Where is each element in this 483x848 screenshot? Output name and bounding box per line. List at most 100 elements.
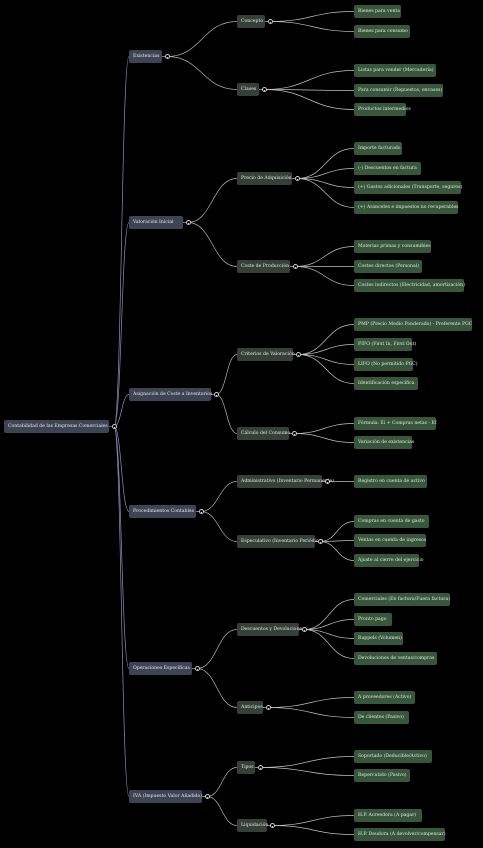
subbranch-precio-adquisicion[interactable]: Precio de Adquisición	[237, 172, 292, 185]
connector-line	[296, 148, 355, 179]
connector-line	[297, 354, 355, 365]
subbranch-coste-produccion[interactable]: Coste de Producción	[237, 260, 290, 273]
leaf-hp-acreedora[interactable]: H.P. Acreedora (A pagar)	[354, 809, 422, 822]
connector-line	[263, 89, 355, 91]
connector-line	[187, 178, 238, 223]
connector-line	[294, 266, 355, 286]
subbranch-criterios-valoracion[interactable]: Criterios de Valoración	[237, 348, 295, 361]
collapse-toggle-icon[interactable]	[269, 823, 275, 828]
leaf-fifo[interactable]: FIFO (First In, First Out)	[354, 338, 416, 351]
branch-procedimientos-contables[interactable]: Procedimientos Contables	[129, 505, 196, 518]
collapse-toggle-icon[interactable]	[295, 352, 301, 357]
collapse-toggle-icon[interactable]	[292, 264, 298, 269]
leaf-costes-indirectos[interactable]: Costes indirectos (Electricidad, amortiz…	[354, 279, 465, 292]
leaf-pmp[interactable]: PMP (Precio Medio Ponderado) - Preferent…	[354, 318, 472, 331]
connector-line	[269, 21, 355, 32]
branch-asignacion-coste[interactable]: Asignación de Coste a Inventarios	[129, 388, 212, 401]
connector-line	[206, 767, 238, 797]
leaf-gastos-adicionales[interactable]: (+) Gastos adicionales (Transporte, segu…	[354, 181, 462, 194]
leaf-descuentos-factura[interactable]: (-) Descuentos en factura	[354, 162, 421, 175]
leaf-importe-facturado[interactable]: Importe facturado	[354, 142, 402, 155]
leaf-productos-intermedios[interactable]: Productos intermedios	[354, 103, 411, 116]
branch-valoracion-inicial[interactable]: Valoración Inicial	[129, 216, 183, 229]
leaf-variacion-existencias[interactable]: Variación de existencias	[354, 436, 414, 449]
connector-line	[166, 56, 238, 90]
connector-line	[303, 629, 355, 659]
collapse-toggle-icon[interactable]	[111, 424, 117, 429]
connector-line	[303, 619, 355, 630]
leaf-hp-deudora[interactable]: H.P. Deudora (A devolver/compensar)	[354, 828, 446, 841]
collapse-toggle-icon[interactable]	[213, 392, 219, 397]
connector-line	[187, 222, 238, 267]
collapse-toggle-icon[interactable]	[164, 54, 170, 59]
subbranch-clases[interactable]: Clases	[237, 83, 259, 96]
leaf-listas-vender[interactable]: Listas para vender (Mercadería)	[354, 64, 436, 77]
connector-line	[319, 541, 355, 561]
collapse-toggle-icon[interactable]	[291, 431, 297, 436]
leaf-para-consumir[interactable]: Para consumir (Repuestos, envases)	[354, 84, 443, 97]
leaf-compras-gasto[interactable]: Compras en cuenta de gasto	[354, 515, 429, 528]
connector-line	[113, 222, 130, 427]
connector-line	[200, 481, 238, 512]
connector-line	[319, 521, 355, 542]
collapse-toggle-icon[interactable]	[265, 705, 271, 710]
leaf-ventas-ingresos[interactable]: Ventas en cuenta de ingresos	[354, 534, 426, 547]
subbranch-especulativo[interactable]: Especulativo (Inventario Periódico)	[237, 535, 323, 548]
subbranch-administrativo[interactable]: Administrativo (Inventario Permanente)	[237, 475, 334, 488]
leaf-registro-activo[interactable]: Registro en cuenta de activo	[354, 475, 427, 488]
leaf-bienes-venta[interactable]: Bienes para venta	[354, 5, 401, 18]
collapse-toggle-icon[interactable]	[185, 220, 191, 225]
leaf-lifo[interactable]: LIFO (No permitido PGC)	[354, 358, 418, 371]
collapse-toggle-icon[interactable]	[261, 87, 267, 92]
collapse-toggle-icon[interactable]	[204, 794, 210, 799]
connector-line	[269, 11, 355, 22]
leaf-rappels[interactable]: Rappels (Volumen)	[354, 632, 403, 645]
connector-line	[113, 426, 130, 797]
leaf-aranceles[interactable]: (+) Aranceles e impuestos no recuperable…	[354, 201, 459, 214]
connector-line	[196, 668, 238, 708]
subbranch-descuentos-devoluciones[interactable]: Descuentos y Devoluciones	[237, 623, 305, 636]
connector-line	[293, 433, 355, 443]
branch-operaciones-especificas[interactable]: Operaciones Específicas	[129, 662, 192, 675]
subbranch-liquidacion[interactable]: Liquidación	[237, 819, 268, 832]
branch-existencias[interactable]: Existencias	[129, 50, 162, 63]
connector-line	[271, 815, 355, 826]
collapse-toggle-icon[interactable]	[317, 539, 323, 544]
leaf-comerciales[interactable]: Comerciales (En factura/Fuera factura)	[354, 593, 450, 606]
subbranch-calculo-consumo[interactable]: Cálculo del Consumo	[237, 427, 290, 440]
connector-line	[166, 21, 238, 57]
leaf-pronto-pago[interactable]: Pronto pago	[354, 613, 392, 626]
collapse-toggle-icon[interactable]	[294, 176, 300, 181]
leaf-de-clientes[interactable]: De clientes (Pasivo)	[354, 711, 409, 724]
collapse-toggle-icon[interactable]	[198, 509, 204, 514]
root-node[interactable]: Contabilidad de las Empresas Comerciales	[4, 420, 109, 433]
leaf-devoluciones[interactable]: Devoluciones de ventas/compras	[354, 652, 437, 665]
connector-line	[259, 767, 355, 776]
leaf-costes-directos[interactable]: Costes directos (Personal)	[354, 260, 422, 273]
leaf-a-proveedores[interactable]: A proveedores (Activo)	[354, 691, 415, 704]
leaf-materias-primas[interactable]: Materias primas y consumibles	[354, 240, 431, 253]
connector-line	[319, 540, 355, 542]
leaf-ajuste-cierre[interactable]: Ajuste al cierre del ejercicio	[354, 554, 424, 567]
subbranch-anticipos[interactable]: Anticipos	[237, 701, 263, 714]
leaf-bienes-consumo[interactable]: Bienes para consumo	[354, 25, 410, 38]
connector-line	[113, 56, 130, 427]
branch-iva[interactable]: IVA (Impuesto Valor Añadido)	[129, 790, 202, 803]
leaf-soportado[interactable]: Soportado (Deducible/Activo)	[354, 750, 432, 763]
leaf-identificacion-especifica[interactable]: Identificación específica	[354, 377, 418, 390]
collapse-toggle-icon[interactable]	[194, 666, 200, 671]
connector-line	[259, 756, 355, 768]
connector-line	[267, 697, 355, 708]
leaf-repercutido[interactable]: Repercutido (Pasivo)	[354, 769, 410, 782]
connector-line	[196, 629, 238, 669]
leaf-formula[interactable]: Fórmula: Ei + Compras netas - Ef	[354, 417, 437, 430]
connector-line	[296, 178, 355, 188]
connector-line	[215, 394, 238, 434]
collapse-toggle-icon[interactable]	[267, 19, 273, 24]
subbranch-tipos[interactable]: Tipos	[237, 761, 255, 774]
collapse-toggle-icon[interactable]	[324, 479, 330, 484]
collapse-toggle-icon[interactable]	[257, 765, 263, 770]
connector-line	[297, 344, 355, 355]
subbranch-concepto[interactable]: Concepto	[237, 15, 265, 28]
collapse-toggle-icon[interactable]	[301, 627, 307, 632]
